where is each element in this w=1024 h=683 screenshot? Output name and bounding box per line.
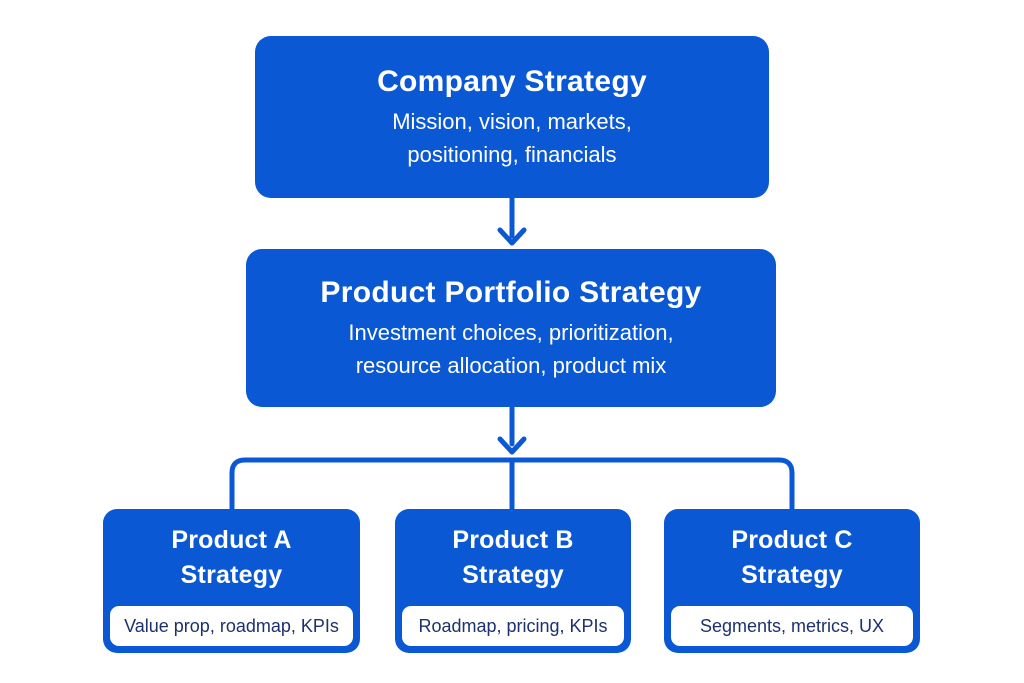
node-company-strategy: Company Strategy Mission, vision, market… [255, 36, 769, 198]
company-strategy-subtitle: Mission, vision, markets, positioning, f… [392, 105, 632, 171]
product-a-title: Product A Strategy [103, 509, 360, 606]
portfolio-subtitle-line-2: resource allocation, product mix [355, 353, 667, 379]
product-b-title-line-2: Strategy [462, 560, 564, 589]
portfolio-strategy-subtitle: Investment choices, prioritization, reso… [348, 316, 673, 382]
node-product-c-strategy: Product C Strategy Segments, metrics, UX [664, 509, 920, 653]
product-c-title-line-1: Product C [731, 525, 853, 554]
product-c-title: Product C Strategy [664, 509, 920, 606]
node-product-b-strategy: Product B Strategy Roadmap, pricing, KPI… [395, 509, 631, 653]
branch-bracket [229, 457, 795, 512]
node-product-a-strategy: Product A Strategy Value prop, roadmap, … [103, 509, 360, 653]
product-c-detail-pill: Segments, metrics, UX [671, 606, 913, 646]
portfolio-subtitle-line-1: Investment choices, prioritization, [348, 320, 674, 346]
company-strategy-title: Company Strategy [377, 64, 647, 98]
arrow-portfolio-to-products [497, 403, 527, 455]
product-b-title-line-1: Product B [452, 525, 574, 554]
node-product-portfolio-strategy: Product Portfolio Strategy Investment ch… [246, 249, 776, 407]
product-a-title-line-1: Product A [171, 525, 292, 554]
product-c-title-line-2: Strategy [741, 560, 843, 589]
product-a-detail-pill: Value prop, roadmap, KPIs [110, 606, 353, 646]
arrow-company-to-portfolio [497, 194, 527, 246]
product-b-title: Product B Strategy [395, 509, 631, 606]
company-subtitle-line-2: positioning, financials [407, 142, 617, 168]
company-subtitle-line-1: Mission, vision, markets, [392, 109, 632, 135]
portfolio-strategy-title: Product Portfolio Strategy [320, 275, 702, 309]
product-a-title-line-2: Strategy [180, 560, 283, 589]
product-b-detail-pill: Roadmap, pricing, KPIs [402, 606, 624, 646]
